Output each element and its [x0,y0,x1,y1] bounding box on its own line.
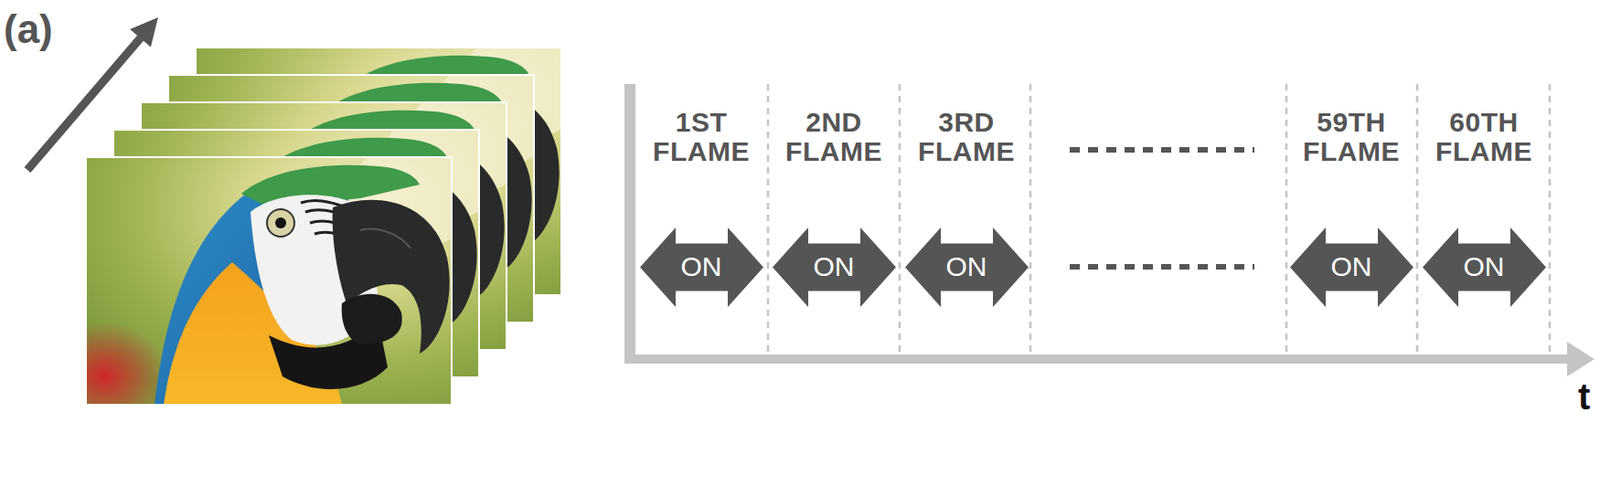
on-arrow: ON [640,227,764,308]
panel-label: t [1578,376,1590,417]
ellipsis-dashes [1069,149,1255,267]
state-text: ON [1331,251,1373,283]
frame-label: 3RD FLAME [906,107,1027,167]
arrow-outline [905,227,1029,308]
state-text: ON [1463,251,1505,283]
time-axis [624,84,1595,377]
frame-label: 60TH FLAME [1423,107,1545,167]
on-arrow: ON [772,227,896,308]
frame-dividers [768,84,1550,352]
frame-label: 59TH FLAME [1290,107,1412,167]
arrow-outline [1290,227,1414,308]
photo-stack [40,29,589,432]
state-text: ON [681,251,723,283]
on-arrow: ON [905,227,1029,308]
on-arrow: ON [1422,227,1547,308]
frame-label: 2ND FLAME [773,107,895,167]
arrow-outline [772,227,896,308]
state-text: ON [946,251,988,283]
arrow-outline [640,227,764,308]
state-text: ON [813,251,855,283]
arrow-outline [1422,227,1547,308]
panel-label: (a) [3,7,54,52]
frame-label: 1ST FLAME [640,107,762,167]
on-arrow: ON [1290,227,1414,308]
